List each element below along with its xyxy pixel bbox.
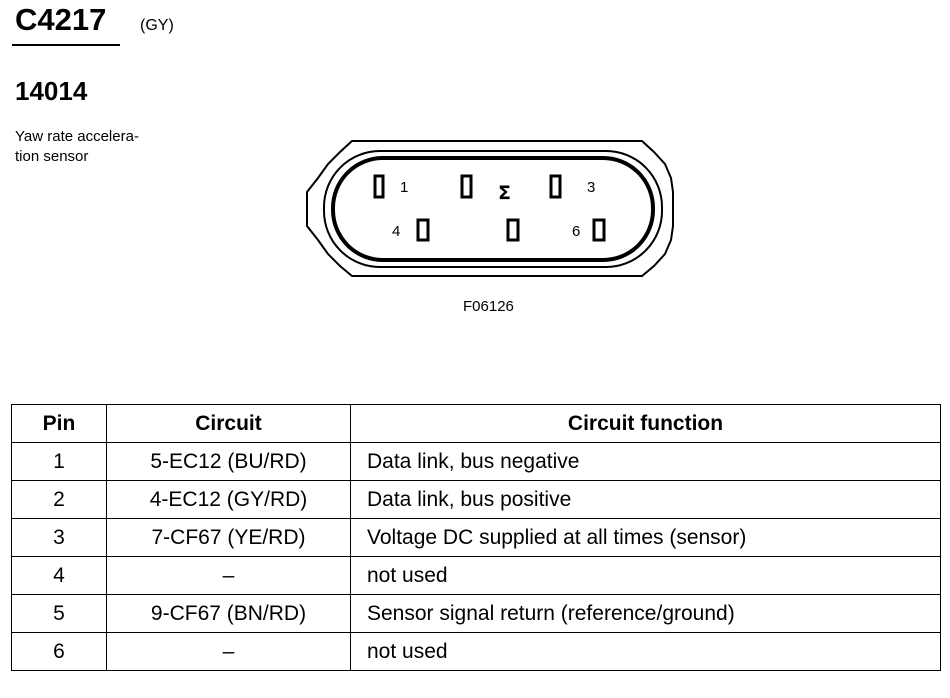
column-header-pin: Pin — [11, 404, 107, 443]
pin-label-1: 1 — [400, 179, 408, 196]
pin-cavity-2 — [460, 174, 473, 199]
pin-cell: 3 — [11, 518, 107, 557]
function-cell: Sensor signal return (reference/ground) — [350, 594, 941, 633]
table-row: 2 4-EC12 (GY/RD) Data link, bus positive — [11, 480, 941, 519]
pin-cell: 6 — [11, 632, 107, 671]
connector-id-underline — [12, 44, 120, 46]
part-number: 14014 — [15, 76, 88, 106]
pin-label-6: 6 — [572, 223, 580, 240]
connector-face-diagram: 1 3 4 6 Σ — [306, 140, 674, 277]
table-header-row: Pin Circuit Circuit function — [11, 404, 941, 443]
pin-label-3: 3 — [587, 179, 595, 196]
function-cell: Data link, bus positive — [350, 480, 941, 519]
pin-cell: 2 — [11, 480, 107, 519]
circuit-cell: – — [106, 632, 351, 671]
function-cell: Voltage DC supplied at all times (sensor… — [350, 518, 941, 557]
table-row: 4 – not used — [11, 556, 941, 595]
circuit-cell: 4-EC12 (GY/RD) — [106, 480, 351, 519]
pin-label-4: 4 — [392, 223, 400, 240]
function-cell: not used — [350, 556, 941, 595]
connector-contact-face — [331, 156, 655, 262]
connector-inner-outline — [323, 150, 663, 268]
pin-cell: 4 — [11, 556, 107, 595]
connector-housing-outline — [306, 140, 674, 277]
pin-cavity-4 — [416, 218, 430, 242]
column-header-circuit-function: Circuit function — [350, 404, 941, 443]
sigma-symbol: Σ — [498, 182, 511, 204]
component-description-text: Yaw rate accelera- tion sensor — [15, 128, 139, 165]
circuit-cell: 7-CF67 (YE/RD) — [106, 518, 351, 557]
table-row: 3 7-CF67 (YE/RD) Voltage DC supplied at … — [11, 518, 941, 557]
pin-cell: 5 — [11, 594, 107, 633]
table-row: 5 9-CF67 (BN/RD) Sensor signal return (r… — [11, 594, 941, 633]
component-description: Yaw rate accelera- tion sensor — [15, 127, 175, 167]
pin-cavity-1 — [373, 174, 385, 199]
function-cell: Data link, bus negative — [350, 442, 941, 481]
circuit-cell: 9-CF67 (BN/RD) — [106, 594, 351, 633]
circuit-cell: 5-EC12 (BU/RD) — [106, 442, 351, 481]
function-cell: not used — [350, 632, 941, 671]
table-row: 6 – not used — [11, 632, 941, 671]
pin-cavity-3 — [549, 174, 562, 199]
connector-id: C4217 — [15, 2, 107, 37]
figure-reference: F06126 — [463, 298, 514, 315]
pin-cavity-5 — [506, 218, 520, 242]
pinout-table: Pin Circuit Circuit function 1 5-EC12 (B… — [11, 404, 941, 671]
table-row: 1 5-EC12 (BU/RD) Data link, bus negative — [11, 442, 941, 481]
pin-cavity-6 — [592, 218, 606, 242]
connector-color-code: (GY) — [140, 17, 174, 34]
column-header-circuit: Circuit — [106, 404, 351, 443]
circuit-cell: – — [106, 556, 351, 595]
pin-cell: 1 — [11, 442, 107, 481]
